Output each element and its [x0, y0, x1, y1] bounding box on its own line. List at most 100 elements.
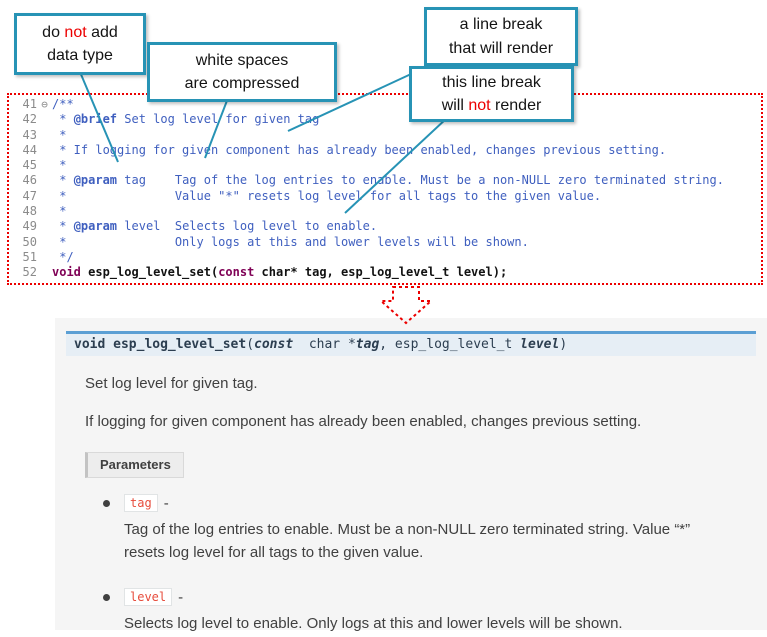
parameters-heading: Parameters	[85, 452, 184, 478]
code-line: 49 * @param level Selects log level to e…	[13, 219, 761, 234]
code-line: 41 ⊖ /**	[13, 97, 761, 112]
callout-text-line: do not add	[42, 21, 118, 44]
callout-text-segment: do	[42, 23, 65, 41]
callout-text-line: this line break	[442, 73, 541, 91]
parameter-name-literal: level	[124, 588, 173, 606]
parameter-item-head: tag-	[103, 494, 767, 512]
bullet-icon	[103, 499, 110, 507]
code-line: 52 void esp_log_level_set(const char* tag…	[13, 265, 761, 280]
code-line: 45 *	[13, 158, 761, 173]
line-number: 49	[22, 219, 37, 234]
code-text: const	[218, 265, 255, 280]
signature-part: tag	[355, 337, 380, 352]
bullet-icon	[103, 593, 110, 601]
brief-description: Set log level for given tag.	[85, 375, 258, 392]
callout-text-line: are compressed	[184, 75, 300, 92]
callout-text-line: white spaces	[195, 51, 289, 69]
code-text: *	[52, 158, 67, 173]
code-line: 51 */	[13, 250, 761, 265]
gutter-spacer	[37, 128, 52, 143]
code-text: * If logging for given component has alr…	[52, 142, 667, 157]
callout-linebreak-not-render: this line break will not render	[409, 66, 574, 122]
parameter-list: tag- Tag of the log entries to enable. Mu…	[103, 494, 767, 636]
signature-part: const	[254, 337, 294, 352]
callout-whitespace-compressed: white spaces are compressed	[147, 42, 337, 102]
code-line: 42 * @brief Set log level for given tag	[13, 112, 761, 127]
parameter-name-literal: tag	[124, 494, 158, 512]
line-number: 42	[22, 112, 37, 127]
line-number: 44	[22, 142, 37, 157]
line-number: 50	[22, 234, 37, 249]
gutter-spacer	[37, 158, 52, 173]
callout-text-segment: add	[86, 23, 118, 41]
parameter-item: level-Selects log level to enable. Only …	[103, 588, 767, 636]
code-lines: 41⊖/**42 * @brief Set log level for give…	[13, 97, 761, 281]
code-line: 46 * @param tag Tag of the log entries t…	[13, 173, 761, 188]
gutter-spacer	[37, 250, 52, 265]
code-line: 50 * Only logs at this and lower levels …	[13, 235, 761, 250]
code-text: void	[52, 265, 81, 280]
signature-part: char *	[293, 337, 356, 352]
parameter-dash: -	[163, 494, 169, 512]
callout-text-segment: render	[490, 97, 542, 114]
code-text: *	[52, 204, 67, 219]
code-editor: 41⊖/**42 * @brief Set log level for give…	[7, 93, 763, 285]
signature-part: )	[559, 337, 568, 352]
code-text: @param	[73, 219, 118, 234]
code-text: *	[52, 112, 74, 127]
code-text: * Value "*" resets log level for all tag…	[52, 188, 602, 203]
callout-text-line: a line break	[459, 16, 543, 34]
code-line: 44 * If logging for given component has …	[13, 143, 761, 158]
callout-text-line: data type	[47, 47, 113, 64]
code-text: level Selects log level to enable.	[117, 219, 378, 234]
code-text: Set log level for given tag	[117, 112, 320, 127]
code-text: *	[52, 173, 74, 188]
code-text: @param	[73, 173, 118, 188]
callout-text-line: that will render	[448, 39, 554, 57]
code-text: *	[52, 127, 67, 142]
code-text: /**	[52, 97, 74, 111]
callout-text-line: will not render	[442, 94, 542, 117]
line-number: 45	[22, 158, 37, 173]
line-number: 47	[22, 188, 37, 203]
callout-linebreak-renders: a line break that will render	[424, 7, 578, 66]
code-text: char* tag, esp_log_level_t level);	[254, 265, 508, 280]
gutter-spacer	[37, 173, 52, 188]
signature-part: (	[246, 337, 255, 352]
fold-marker-icon[interactable]: ⊖	[41, 98, 48, 111]
callout-text-segment: not	[64, 23, 87, 41]
gutter-spacer	[37, 219, 52, 234]
code-line: 48 *	[13, 204, 761, 219]
code-text: tag Tag of the log entries to enable. Mu…	[117, 173, 724, 188]
line-number: 46	[22, 173, 37, 188]
signature-part: esp_log_level_set	[113, 337, 247, 352]
code-line: 47 * Value "*" resets log level for all …	[13, 189, 761, 204]
gutter-spacer	[37, 235, 52, 250]
signature-part: , esp_log_level_t	[379, 337, 521, 352]
line-number: 52	[22, 265, 37, 280]
line-number: 48	[22, 204, 37, 219]
code-text: esp_log_level_set(	[80, 265, 219, 280]
gutter-spacer	[37, 204, 52, 219]
rendered-docs-panel: void esp_log_level_set(const char *tag, …	[55, 318, 767, 632]
line-number: 51	[22, 249, 37, 264]
callout-no-datatype: do not add data type	[14, 13, 146, 75]
gutter-spacer	[37, 189, 52, 204]
line-number: 41	[22, 97, 37, 111]
gutter-spacer	[37, 143, 52, 158]
code-text: */	[52, 249, 74, 264]
code-text: @brief	[73, 112, 118, 127]
function-signature: void esp_log_level_set(const char *tag, …	[66, 331, 756, 356]
gutter-spacer	[37, 112, 52, 127]
callout-text-segment: will	[441, 97, 469, 114]
gutter-spacer	[37, 265, 52, 280]
line-number: 43	[22, 127, 37, 142]
signature-part: level	[520, 337, 560, 352]
parameter-description: Tag of the log entries to enable. Must b…	[124, 521, 691, 561]
parameter-item-head: level-	[103, 588, 767, 606]
code-line: 43 *	[13, 128, 761, 143]
code-text: * Only logs at this and lower levels wil…	[52, 234, 529, 249]
code-text: *	[52, 219, 74, 234]
parameter-item: tag- Tag of the log entries to enable. Mu…	[103, 494, 767, 564]
